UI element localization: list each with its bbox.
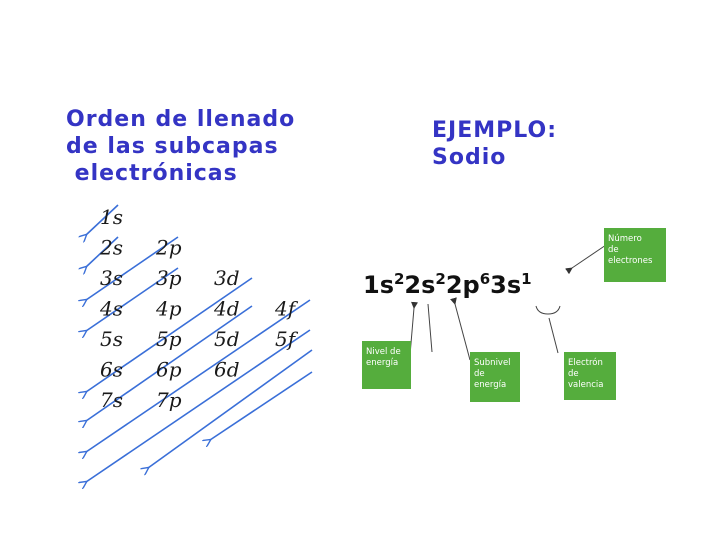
orbital-label: 6s [100, 358, 123, 382]
orbital-label: 1s [100, 205, 123, 229]
config-electron-count: 2 [394, 270, 404, 288]
diagonal-arrow [86, 267, 179, 331]
orbital-grid: 1s 2s 2p 3s 3p 3d 4s 4p 4d 4f 5s 5p 5d 5f 6s 6p 6d 7s 7p [99, 205, 299, 412]
orbital-label: 6p [156, 358, 182, 382]
diagonal-arrow [86, 305, 253, 421]
label-nivel-line: energía [366, 358, 398, 368]
orbital-label: 5s [100, 327, 123, 351]
diagonal-arrow [86, 236, 179, 300]
diagonal-arrow [86, 236, 119, 267]
pointer-nivel-alt [427, 303, 433, 353]
valence-brace [535, 305, 561, 315]
config-electron-count: 6 [480, 270, 490, 288]
diagonal-arrow [86, 204, 119, 235]
diagonal-arrow [86, 299, 311, 452]
pointer-valencia [548, 317, 559, 354]
orbital-label: 3s [100, 266, 123, 290]
label-subnivel-line: energía [474, 380, 506, 390]
diagonal-arrow [86, 277, 253, 392]
orbital-label: 4f [274, 297, 299, 321]
orbital-label: 5f [275, 327, 299, 351]
diagonal-arrow [86, 329, 311, 482]
orbital-label: 6d [214, 358, 240, 382]
label-valencia-line: de [568, 369, 579, 379]
filling-order-arrows [86, 204, 313, 482]
orbital-label: 4p [155, 297, 182, 321]
config-term: 2s [404, 271, 435, 299]
diagonal-arrow [148, 349, 313, 468]
orbital-label: 2p [155, 236, 182, 260]
diagonal-arrow [210, 371, 313, 440]
electron-configuration: 1s22s22p63s1 [363, 270, 532, 299]
orbital-label: 3p [156, 266, 182, 290]
diagram-title: Orden de llenado de las subcapas electró… [66, 107, 296, 186]
config-term: 1s [363, 271, 394, 299]
label-numero-box: Número de electrones [604, 228, 666, 282]
orbital-label: 7s [100, 388, 123, 412]
label-numero-line: electrones [608, 256, 653, 266]
label-subnivel-line: de [474, 369, 485, 379]
label-valencia-line: valencia [568, 380, 603, 390]
config-electron-count: 1 [521, 270, 531, 288]
orbital-label: 4d [213, 297, 240, 321]
label-nivel-line: Nivel de [366, 347, 401, 357]
label-subnivel-line: Subnivel [474, 358, 511, 368]
label-numero-line: Número [608, 234, 642, 244]
label-valencia-box: Electrón de valencia [564, 352, 616, 400]
pointer-subnivel [450, 297, 471, 361]
example-title: EJEMPLO: Sodio [432, 118, 557, 170]
config-term: 2p [446, 271, 480, 299]
label-nivel-box: Nivel de energía [362, 341, 411, 389]
label-subnivel-box: Subnivel de energía [470, 352, 520, 402]
orbital-label: 7p [156, 388, 182, 412]
config-electron-count: 2 [435, 270, 445, 288]
orbital-label: 4s [99, 297, 123, 321]
orbital-label: 5p [156, 327, 182, 351]
label-valencia-line: Electrón [568, 357, 603, 368]
orbital-label: 5d [214, 327, 240, 351]
pointer-numero [565, 244, 607, 275]
config-term: 3s [490, 271, 521, 299]
orbital-label: 2s [99, 236, 123, 260]
orbital-label: 3d [214, 266, 240, 290]
label-numero-line: de [608, 245, 619, 255]
